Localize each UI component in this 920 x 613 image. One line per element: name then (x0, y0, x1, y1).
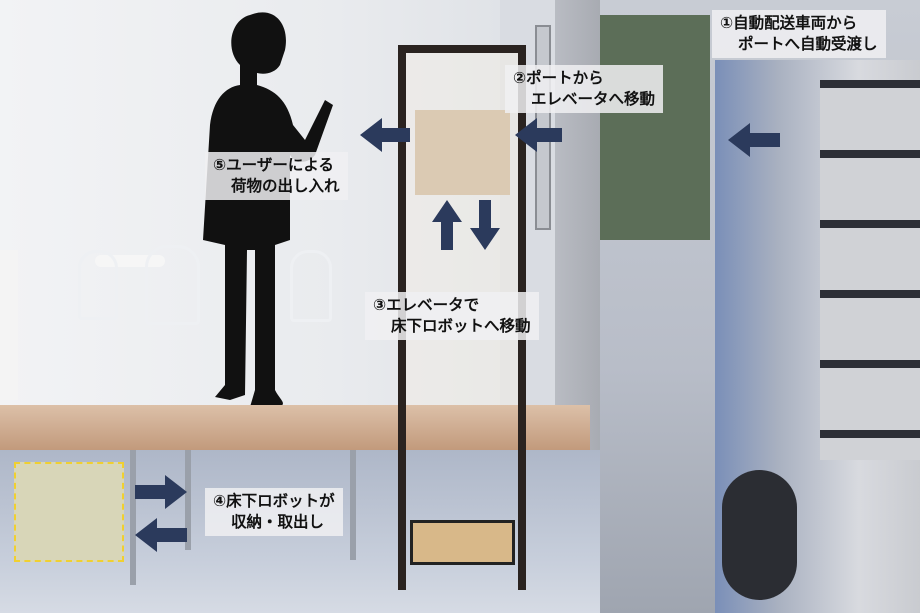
label-line: ①自動配送車両から (720, 14, 858, 32)
step2-label: ②ポートから エレベータへ移動 (505, 65, 664, 113)
vehicle-shelves (820, 80, 920, 460)
neighbor-building (600, 15, 710, 240)
label-line: エレベータへ移動 (531, 90, 656, 108)
underfloor-robot (410, 520, 515, 565)
delivery-port (415, 110, 510, 195)
arrow-left-icon (360, 118, 410, 152)
vehicle-wheel (722, 470, 797, 600)
arrow-right-icon (135, 475, 187, 509)
user-silhouette (203, 12, 333, 407)
label-line: 荷物の出し入れ (231, 177, 340, 195)
label-line: 床下ロボットへ移動 (391, 317, 531, 335)
arrow-left-icon (135, 518, 187, 552)
chair (78, 250, 118, 320)
arrow-left-icon (515, 118, 562, 152)
arrow-left-icon (728, 123, 780, 157)
chair (145, 245, 200, 325)
floor-slab (0, 405, 590, 450)
arrow-up-icon (432, 200, 462, 250)
step4-label: ④床下ロボットが 収納・取出し (205, 488, 343, 536)
step3-label: ③エレベータで 床下ロボットへ移動 (365, 292, 539, 340)
label-line: ④床下ロボットが (213, 492, 335, 510)
chair (290, 250, 332, 322)
label-line: 収納・取出し (231, 513, 325, 531)
label-line: ②ポートから (513, 69, 604, 87)
arrow-down-icon (470, 200, 500, 250)
underfloor-storage-slot (14, 462, 124, 562)
floor-support (185, 450, 191, 550)
cabinet (0, 250, 18, 400)
floor-support (350, 450, 356, 560)
step5-label: ⑤ユーザーによる 荷物の出し入れ (205, 152, 348, 200)
label-line: ポートへ自動受渡し (738, 35, 878, 53)
label-line: ③エレベータで (373, 296, 480, 314)
floor-support (130, 450, 136, 585)
label-line: ⑤ユーザーによる (213, 156, 334, 174)
step1-label: ①自動配送車両から ポートへ自動受渡し (712, 10, 886, 58)
